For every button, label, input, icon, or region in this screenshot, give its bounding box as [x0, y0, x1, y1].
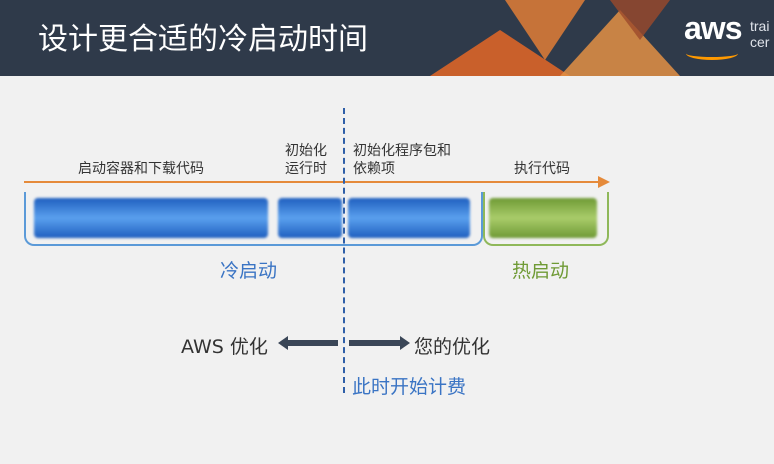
billing-start-label: 此时开始计费: [352, 376, 467, 398]
bar-init-dependencies: [348, 198, 470, 238]
bar-execute-code: [489, 198, 597, 238]
aws-logo-side-text: trai cer: [750, 18, 770, 50]
cold-start-label: 冷启动: [220, 260, 278, 282]
stage-label-container-download: 启动容器和下载代码: [78, 161, 204, 177]
slide-title: 设计更合适的冷启动时间: [38, 22, 368, 57]
aws-logo: aws trai cer: [684, 10, 769, 60]
bar-init-runtime: [278, 198, 342, 238]
timeline-arrow: [24, 181, 600, 183]
aws-smile-icon: [686, 47, 738, 60]
stage-label-init-runtime: 初始化 运行时: [285, 143, 327, 177]
aws-optimize-label: AWS 优化: [181, 336, 268, 358]
stage-label-execute-code: 执行代码: [514, 161, 570, 177]
warm-start-label: 热启动: [512, 260, 570, 282]
right-arrow-shaft: [349, 340, 401, 346]
billing-start-divider: [343, 108, 345, 393]
timeline-arrow-head: [598, 176, 610, 188]
your-optimize-label: 您的优化: [414, 336, 491, 358]
aws-logo-text: aws: [684, 10, 742, 46]
bar-container-download: [34, 198, 268, 238]
slide-header: 设计更合适的冷启动时间 aws trai cer: [0, 0, 774, 76]
stage-label-init-dependencies: 初始化程序包和 依赖项: [353, 143, 451, 177]
cold-start-bracket: [24, 192, 483, 246]
right-arrow-icon: [400, 336, 410, 350]
warm-start-bracket: [483, 192, 609, 246]
left-arrow-icon: [278, 336, 288, 350]
left-arrow-shaft: [286, 340, 338, 346]
header-decoration: [610, 0, 670, 40]
